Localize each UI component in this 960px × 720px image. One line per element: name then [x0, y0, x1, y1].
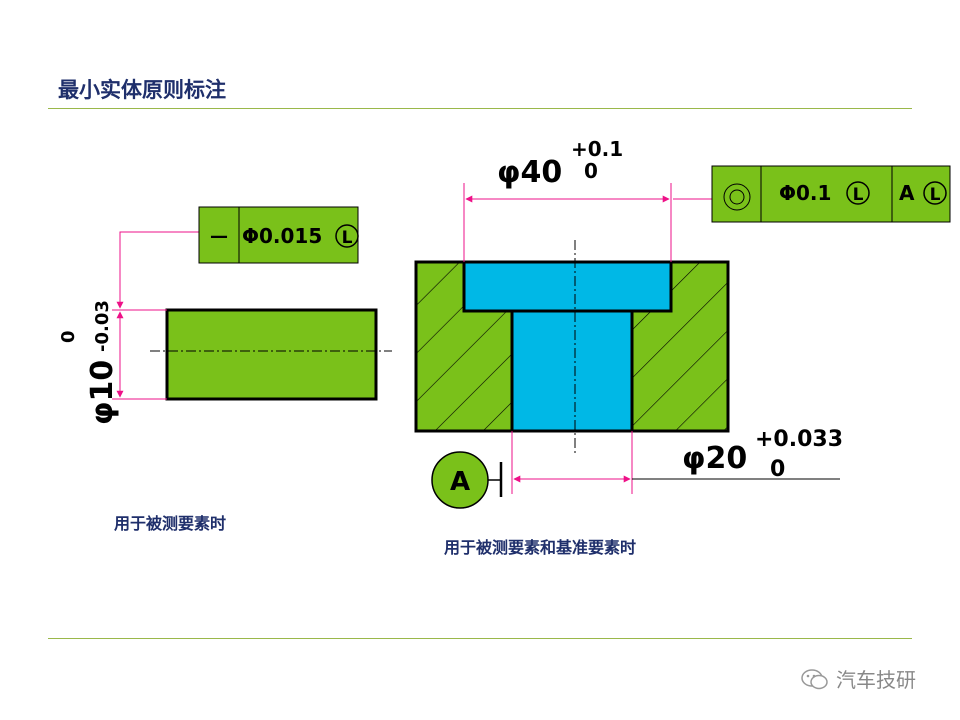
lmc-modifier-icon — [335, 224, 359, 248]
dim-phi10-main: φ10 — [85, 360, 120, 425]
dim-phi40-lower: 0 — [584, 159, 598, 183]
lmc-modifier-icon — [846, 181, 870, 205]
right-frame-datum-modifier: L — [930, 185, 941, 205]
slide-title: 最小实体原则标注 — [58, 77, 226, 102]
lmc-modifier-icon — [923, 181, 947, 205]
concentricity-icon — [723, 183, 751, 211]
watermark-text: 汽车技研 — [836, 668, 916, 692]
left-frame-modifier: L — [342, 228, 353, 248]
straightness-symbol: — — [210, 226, 228, 247]
watermark: 汽车技研 — [800, 664, 916, 693]
wechat-icon — [801, 668, 828, 689]
leader-left-frame — [116, 231, 199, 309]
dim-phi40-upper: +0.1 — [571, 137, 623, 161]
right-frame-datum: A — [899, 181, 915, 205]
top-divider — [48, 108, 912, 109]
right-tolerance-frame — [711, 165, 951, 223]
left-frame-tolerance: Φ0.015 — [242, 224, 322, 248]
datum-a-label: A — [450, 467, 470, 497]
right-part-drawing: φ40 +0.1 0 Φ0.1 L A L φ20 +0.033 0 A — [414, 137, 951, 509]
dim-phi20-upper: +0.033 — [755, 427, 843, 452]
dim-phi40-main: φ40 — [497, 155, 562, 190]
caption-right: 用于被测要素和基准要素时 — [444, 538, 637, 557]
right-frame-modifier: L — [853, 185, 864, 205]
caption-left: 用于被测要素时 — [114, 514, 227, 533]
dim-phi10-upper: 0 — [58, 330, 79, 343]
shaft-body — [165, 308, 378, 401]
left-part-drawing: — Φ0.015 L φ10 0 -0.03 — [58, 206, 392, 425]
dim-phi10-lower: -0.03 — [92, 300, 113, 352]
dim-phi20-main: φ20 — [682, 441, 747, 476]
bottom-divider — [48, 638, 912, 639]
right-frame-tolerance: Φ0.1 — [779, 181, 831, 205]
dim-phi20-lower: 0 — [770, 457, 785, 482]
